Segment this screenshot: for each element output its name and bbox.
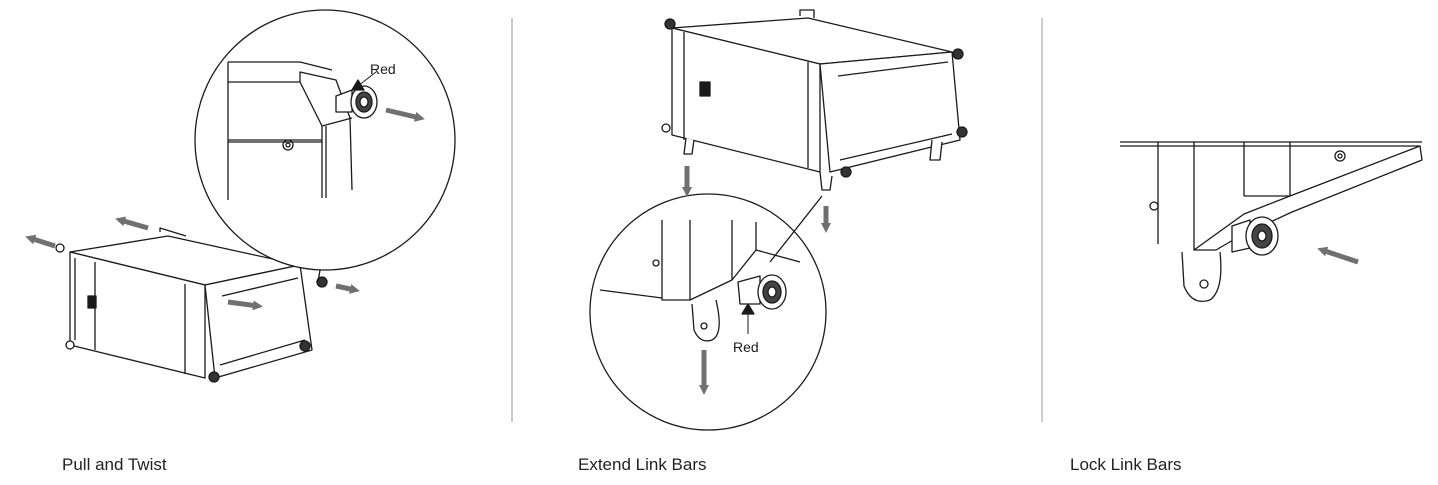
step2-red-label: Red bbox=[733, 339, 759, 355]
step1-magnifier bbox=[194, 9, 456, 271]
step3-illustration bbox=[1120, 141, 1423, 303]
pull-arrow bbox=[115, 216, 149, 231]
step1-illustration bbox=[55, 9, 456, 383]
step2-caption: Extend Link Bars bbox=[578, 455, 707, 474]
step2-illustration bbox=[589, 9, 968, 431]
pull-arrow bbox=[335, 283, 360, 294]
step1-red-leader bbox=[357, 71, 377, 87]
pull-arrow bbox=[385, 107, 425, 122]
step1-magnifier-leader bbox=[317, 269, 321, 283]
step1-red-label: Red bbox=[370, 61, 396, 77]
step1-red-pointer bbox=[351, 79, 365, 91]
pull-arrow bbox=[227, 299, 263, 311]
step2-magnifier bbox=[589, 193, 827, 431]
step1-speaker-cabinet bbox=[55, 227, 328, 383]
step2-arrows bbox=[682, 166, 831, 395]
step2-zoom-detail bbox=[599, 220, 801, 342]
step2-magnifier-leader bbox=[769, 195, 823, 263]
pull-arrow bbox=[25, 234, 56, 249]
step3-caption: Lock Link Bars bbox=[1070, 455, 1182, 474]
step1-zoom-detail bbox=[227, 61, 378, 200]
step2-speaker-cabinet bbox=[661, 9, 968, 191]
lock-arrow bbox=[1317, 246, 1359, 265]
step1-arrows bbox=[25, 107, 425, 311]
step1-caption: Pull and Twist bbox=[62, 455, 167, 474]
